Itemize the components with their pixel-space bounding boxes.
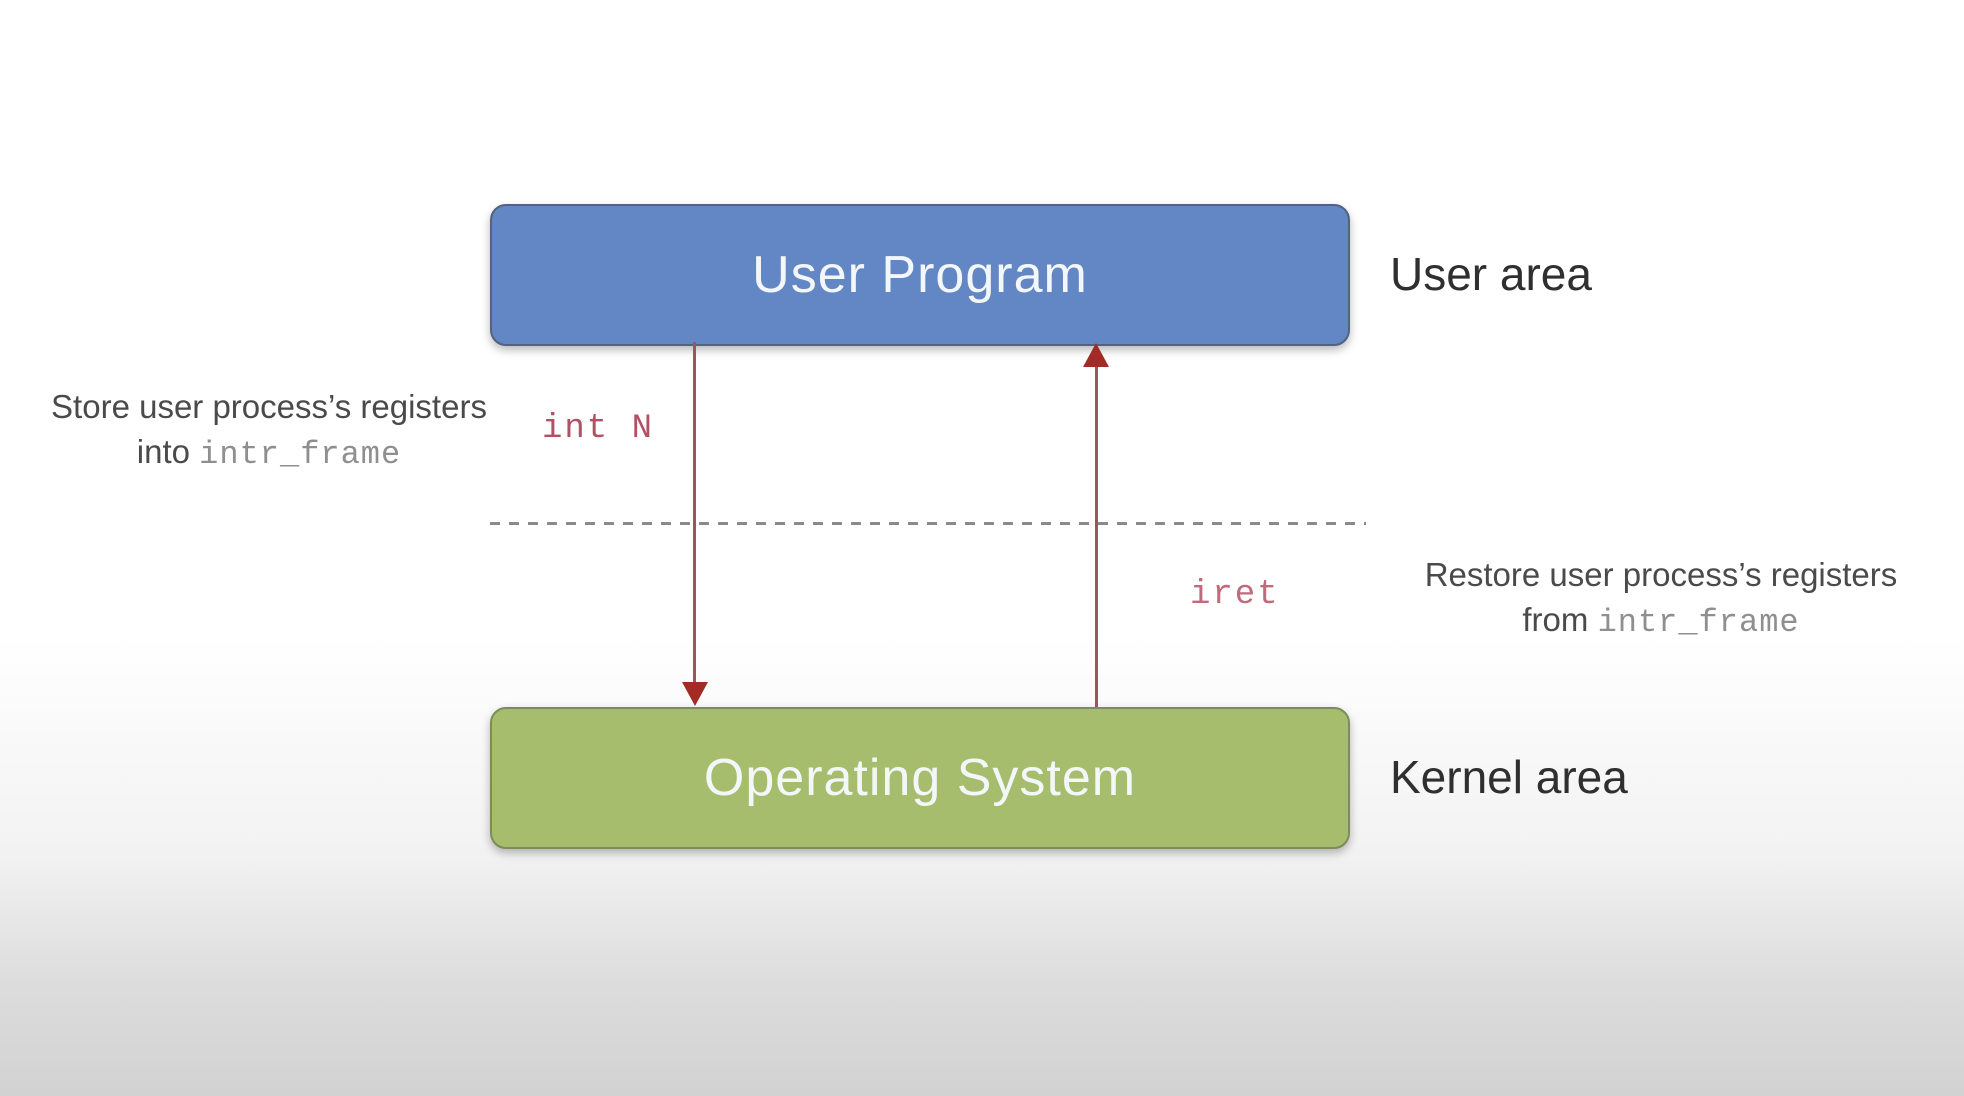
kernel-area-label: Kernel area [1390, 751, 1628, 803]
operating-system-label: Operating System [703, 749, 1137, 807]
restore-registers-line1: Restore user process’s registers [1424, 556, 1898, 593]
int-arrow-line [693, 342, 696, 688]
user-area-label: User area [1390, 248, 1592, 300]
down-arrow-icon [682, 682, 708, 706]
store-registers-line1: Store user process’s registers [51, 388, 487, 425]
restore-registers-caption: Restore user process’s registers from in… [1396, 552, 1926, 645]
restore-registers-line2-prefix: from [1522, 601, 1598, 638]
int-n-label: int N [542, 410, 655, 448]
iret-label: iret [1190, 576, 1280, 614]
user-program-label: User Program [752, 246, 1088, 304]
user-kernel-boundary-line [490, 522, 1366, 525]
user-program-box: User Program [490, 204, 1350, 346]
operating-system-box: Operating System [490, 707, 1350, 849]
iret-arrow-line [1095, 364, 1098, 707]
store-registers-line2-prefix: into [136, 433, 200, 470]
up-arrow-icon [1083, 343, 1109, 367]
store-registers-caption: Store user process’s registers into intr… [16, 384, 522, 477]
intr-frame-code-left: intr_frame [199, 436, 402, 473]
intr-frame-code-right: intr_frame [1597, 604, 1800, 641]
